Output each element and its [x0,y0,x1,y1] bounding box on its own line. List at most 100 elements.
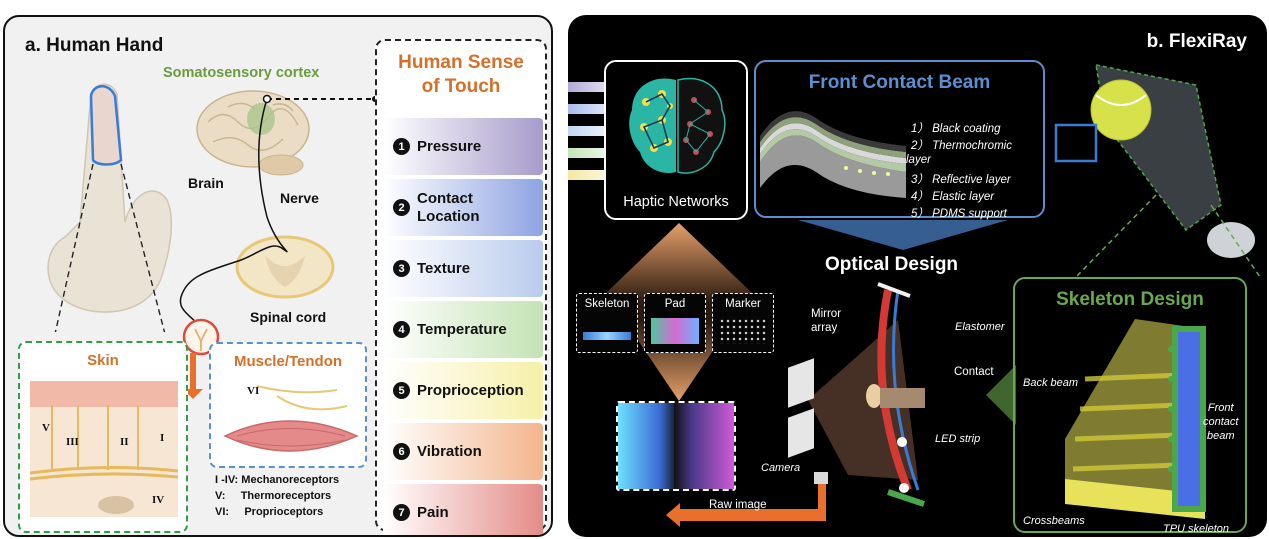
arrow-4 [568,148,610,158]
skeleton-illustration [1065,319,1206,519]
sense-number-badge: 1 [393,138,410,155]
muscle-nerves [256,385,348,411]
layer-thermochromic [760,117,906,158]
elastomer-label: Elastomer [955,321,1005,333]
sense-label-line1: Pain [417,503,449,521]
thumbnail-marker: Marker [712,293,774,353]
sense-label-line1: Temperature [417,320,507,338]
thumbnail-marker-dots [719,318,767,344]
skin-numeral-3: III [66,436,79,448]
tpu-skeleton-label: TPU skeleton [1163,523,1230,535]
legend-row-proprioceptors: VI: Proprioceptors [215,506,324,518]
arrow-1 [568,82,610,92]
layer-label-4: 4） Elastic layer [911,191,995,203]
brain-network-icon [629,77,726,174]
led-strip-label: LED strip [935,433,981,445]
mirror-array-label-line1: Mirror [811,308,842,320]
grey-matter [265,255,305,287]
camera-label: Camera [761,462,801,474]
back-beam-label: Back beam [1023,377,1079,389]
raw-image-right-wall [674,403,734,489]
skin-illustration: V III II I IV [30,381,178,517]
led-dots [844,166,890,176]
sense-item: 1 Pressure [383,118,543,175]
sense-number-badge: 5 [393,382,410,399]
spinal-cord-label: Spinal cord [250,309,327,325]
optical-design-title: Optical Design [825,254,959,275]
finger-zoom-line-left [54,163,94,332]
network-right-edges [685,99,711,153]
muscle-fibers [236,428,346,447]
layer-label-3: 3） Reflective layer [911,174,1011,186]
skeleton-front-contact-beam [1172,326,1206,512]
skin-numeral-5: V [42,422,50,434]
arrow-3 [568,126,610,136]
sense-label: Temperature [417,321,507,339]
sense-label: Vibration [417,443,482,461]
layer-black-coating [760,111,906,152]
hand-illustration [47,83,173,332]
bottom-plate [887,489,925,507]
zoom-square [1054,123,1098,163]
sense-label-line1: Vibration [417,442,482,460]
thumbnail-pad-image [651,318,699,344]
sense-label-line1: Texture [417,259,471,277]
contact-object [866,384,882,408]
pacinian-corpuscle [98,496,134,514]
brain-label: Brain [188,175,224,191]
device-camera [1207,222,1255,258]
spinal-cord-illustration [235,235,335,299]
skin-numeral-4: IV [152,494,164,506]
skeleton-design-box: Skeleton Design Back beam Front contact … [1013,277,1247,535]
mirror-2 [788,408,814,458]
sense-arrows: ① ② ③ ④ ⑤ [568,82,610,180]
skeleton-base [1065,479,1205,519]
thumbnail-skeleton-label: Skeleton [584,298,630,310]
nerve-line [179,98,288,330]
receptor-legend: I -IV: Mechanoreceptors V: Thermorecepto… [215,472,339,520]
sense-label-line1: Contact [417,189,473,207]
haptic-networks-box: Haptic Networks [604,60,748,220]
skeleton-link-arrow [986,365,1016,425]
sense-label: Texture [417,260,470,278]
flexiray-device-illustration [1054,64,1261,278]
layer-pdms [760,135,906,198]
raw-image-label: Raw image [709,499,767,511]
layer-label-2: 2） Thermochromic [911,140,1012,152]
sense-title-line1: Human Sense [398,52,524,73]
skeleton-crossbeams [1072,371,1206,472]
front-contact-beam-line1: Front [1207,402,1234,414]
muscle-tendon-title: Muscle/Tendon [233,353,343,370]
sense-label-line1: Pressure [417,137,482,155]
fcb-arrow [798,220,1008,250]
skeleton-tpu-dots [1168,346,1174,472]
brain-node [262,94,272,104]
zoom-arrow [183,353,203,399]
sense-label: Pressure [417,138,481,156]
network-left-edges [642,92,671,150]
sense-item: 5 Proprioception [383,362,543,419]
thumbnail-marker-label: Marker [725,298,761,310]
front-contact-beam-box: Front Contact Beam 1） Black coating 2） T… [754,60,1045,220]
front-contact-beam-line2: contact [1203,416,1239,428]
sense-number-badge: 4 [393,321,410,338]
haptic-networks-label: Haptic Networks [623,194,729,210]
mirror-array-label: Mirror array [811,307,841,335]
brain-left-half [629,78,676,174]
arrow-2 [568,104,610,114]
hand-shape [47,83,173,313]
tennis-ball-seam [1095,94,1147,106]
top-plate [877,282,911,298]
muscle-tendon-box: Muscle/Tendon VI [209,342,367,468]
sense-item: 4 Temperature [383,301,543,358]
optical-design-illustration [788,282,925,507]
led-2 [899,483,909,493]
panel-a-title: a. Human Hand [25,35,164,56]
sense-label-line1: Proprioception [417,381,524,399]
muscle-numeral-6: VI [247,385,259,397]
thumbnail-skeleton-strip [583,332,631,340]
